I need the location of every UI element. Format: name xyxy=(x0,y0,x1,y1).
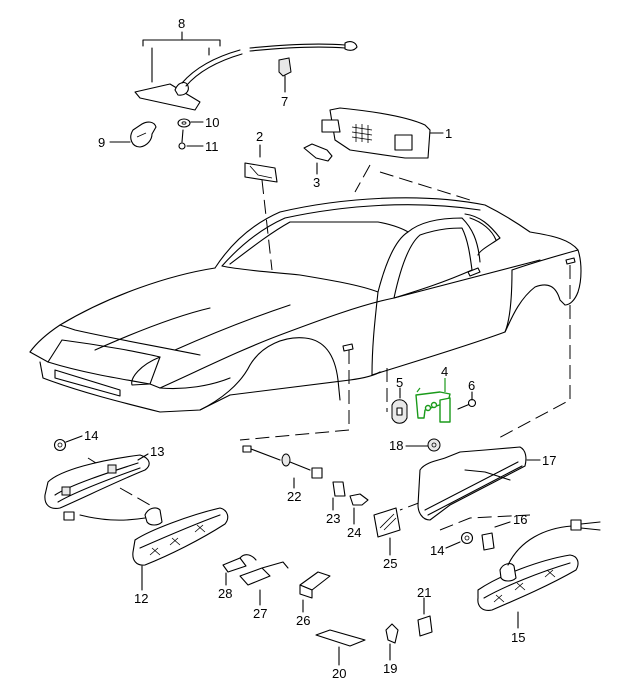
callout-8[interactable]: 8 xyxy=(178,16,185,31)
callout-13[interactable]: 13 xyxy=(150,444,164,459)
part-21-clip[interactable] xyxy=(417,597,433,637)
callout-15[interactable]: 15 xyxy=(511,630,525,645)
part-11-screw[interactable] xyxy=(178,129,204,150)
callout-7[interactable]: 7 xyxy=(281,94,288,109)
part-3-bulb[interactable] xyxy=(303,143,333,175)
part-19-clip[interactable] xyxy=(385,623,399,661)
callout-26[interactable]: 26 xyxy=(296,613,310,628)
part-17-lamp-housing[interactable] xyxy=(417,446,541,521)
part-20-strip[interactable] xyxy=(315,629,366,666)
callout-21[interactable]: 21 xyxy=(417,585,431,600)
callout-22[interactable]: 22 xyxy=(287,489,301,504)
callout-9[interactable]: 9 xyxy=(98,135,105,150)
part-12-front-lamp[interactable] xyxy=(63,507,229,591)
callout-11[interactable]: 11 xyxy=(205,139,219,154)
part-25-lens[interactable] xyxy=(373,507,401,556)
part-5-grommet[interactable] xyxy=(391,387,408,424)
part-10-washer[interactable] xyxy=(177,118,204,128)
callout-16[interactable]: 16 xyxy=(513,512,527,527)
callout-19[interactable]: 19 xyxy=(383,661,397,676)
part-23-socket[interactable] xyxy=(332,481,346,511)
callout-labels: 8 7 9 10 11 1 2 3 5 4 6 18 17 14 13 12 2… xyxy=(84,16,556,681)
callout-23[interactable]: 23 xyxy=(326,511,340,526)
callout-1[interactable]: 1 xyxy=(445,126,452,141)
part-7-clip[interactable] xyxy=(278,57,292,93)
callout-18[interactable]: 18 xyxy=(389,438,403,453)
part-24-bulb[interactable] xyxy=(349,493,369,525)
callout-12[interactable]: 12 xyxy=(134,591,148,606)
part-2-lamp-holder[interactable] xyxy=(244,144,278,183)
callout-17[interactable]: 17 xyxy=(542,453,556,468)
callout-14-lower[interactable]: 14 xyxy=(430,543,444,558)
car-body xyxy=(29,197,582,413)
part-18-nut[interactable] xyxy=(405,438,441,452)
callout-2[interactable]: 2 xyxy=(256,129,263,144)
callout-3[interactable]: 3 xyxy=(313,175,320,190)
part-16-clamp[interactable] xyxy=(481,521,511,551)
part-26-housing[interactable] xyxy=(299,571,331,613)
part-6-screw[interactable] xyxy=(457,391,477,410)
part-27-connector[interactable] xyxy=(239,561,289,606)
part-15-rear-lamp[interactable] xyxy=(477,519,601,629)
part-8-license-light[interactable] xyxy=(134,31,358,111)
callout-25[interactable]: 25 xyxy=(383,556,397,571)
part-28-connector[interactable] xyxy=(222,554,257,586)
part-14-nut-lower[interactable] xyxy=(445,531,474,549)
callout-28[interactable]: 28 xyxy=(218,586,232,601)
callout-10[interactable]: 10 xyxy=(205,115,219,130)
part-14-nut-upper[interactable] xyxy=(53,435,83,452)
callout-6[interactable]: 6 xyxy=(468,378,475,393)
part-9-bulb[interactable] xyxy=(109,121,157,148)
callout-5[interactable]: 5 xyxy=(396,375,403,390)
part-4-bracket[interactable] xyxy=(415,378,451,423)
callout-24[interactable]: 24 xyxy=(347,525,361,540)
callout-20[interactable]: 20 xyxy=(332,666,346,681)
callout-27[interactable]: 27 xyxy=(253,606,267,621)
part-22-harness[interactable] xyxy=(242,445,323,489)
callout-14-upper[interactable]: 14 xyxy=(84,428,98,443)
part-13-gasket[interactable] xyxy=(44,453,150,509)
part-1-light-housing[interactable] xyxy=(321,107,444,159)
callout-4[interactable]: 4 xyxy=(441,364,448,379)
